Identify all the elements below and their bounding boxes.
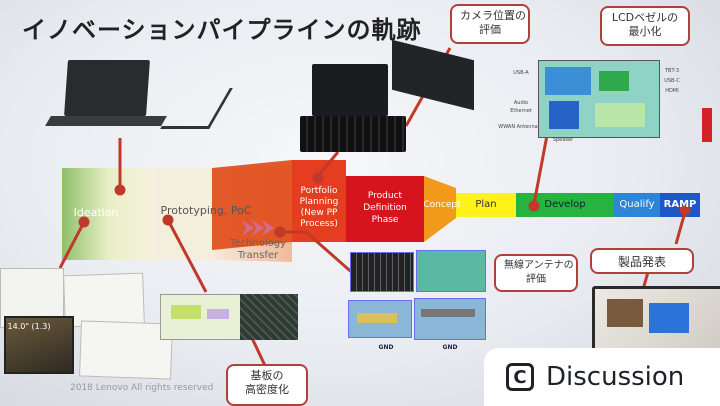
- callout-antenna: 無線アンテナの 評価: [494, 254, 578, 292]
- technology-transfer-label: Technology Transfer: [226, 238, 290, 262]
- stage-portfolio: Portfolio Planning (New PP Process): [292, 186, 346, 230]
- sketch-paper-2: [63, 273, 145, 328]
- discussion-badge[interactable]: C Discussion: [484, 348, 720, 406]
- lenovo-logo-tag: [702, 108, 712, 142]
- mechanical-drawing: [160, 294, 242, 340]
- board-label-ethernet: Ethernet: [504, 108, 538, 114]
- callout-camera: カメラ位置の 評価: [450, 4, 530, 44]
- stage-prototyping: Prototyping, PoC: [156, 204, 256, 217]
- stage-definition: Product Definition Phase: [346, 190, 424, 226]
- laptop-image-1-base: [45, 116, 167, 126]
- laptop-image-center: [312, 64, 388, 116]
- board-label-tbt: TBT-3: [660, 68, 684, 74]
- discussion-label: Discussion: [546, 362, 684, 392]
- stage-qualify: Qualify: [614, 199, 660, 210]
- antenna-keyboard-image: [350, 252, 414, 292]
- board-label-hdmi: HDMI: [660, 88, 684, 94]
- sketch-paper-3: [79, 320, 173, 379]
- stage-plan: Plan: [456, 199, 516, 210]
- antenna-board-image: [416, 250, 486, 292]
- board-photo: [240, 294, 298, 340]
- antenna-gnd-label-2: GND: [440, 344, 460, 351]
- board-label-wwan: WWAN Antenna: [496, 124, 540, 130]
- laptop-image-1: [64, 60, 150, 116]
- board-label-speaker: Speaker: [548, 137, 578, 143]
- callout-board: 基板の 高密度化: [226, 364, 308, 406]
- board-label-usba: USB-A: [506, 70, 536, 76]
- stage-ramp: RAMP: [660, 199, 700, 210]
- stage-develop: Develop: [516, 199, 614, 210]
- antenna-detail-1: [348, 300, 412, 338]
- copyright-c-icon: C: [506, 363, 534, 391]
- antenna-gnd-label-1: GND: [376, 344, 396, 351]
- copyright-text: 2018 Lenovo All rights reserved: [70, 383, 213, 393]
- callout-lcd: LCDベゼルの 最小化: [600, 6, 690, 46]
- board-label-usbc: USB-C: [660, 78, 684, 84]
- board-diagram: [538, 60, 660, 138]
- slide-title: イノベーションパイプラインの軌跡: [22, 10, 422, 45]
- stage-ideation: Ideation: [72, 206, 120, 219]
- callout-release: 製品発表: [590, 248, 694, 274]
- prototype-photo-text: 14.0" (1.3): [4, 322, 54, 331]
- laptop-keyboard: [300, 116, 406, 152]
- antenna-detail-2: [414, 298, 486, 340]
- board-label-audio: Audio: [506, 100, 536, 106]
